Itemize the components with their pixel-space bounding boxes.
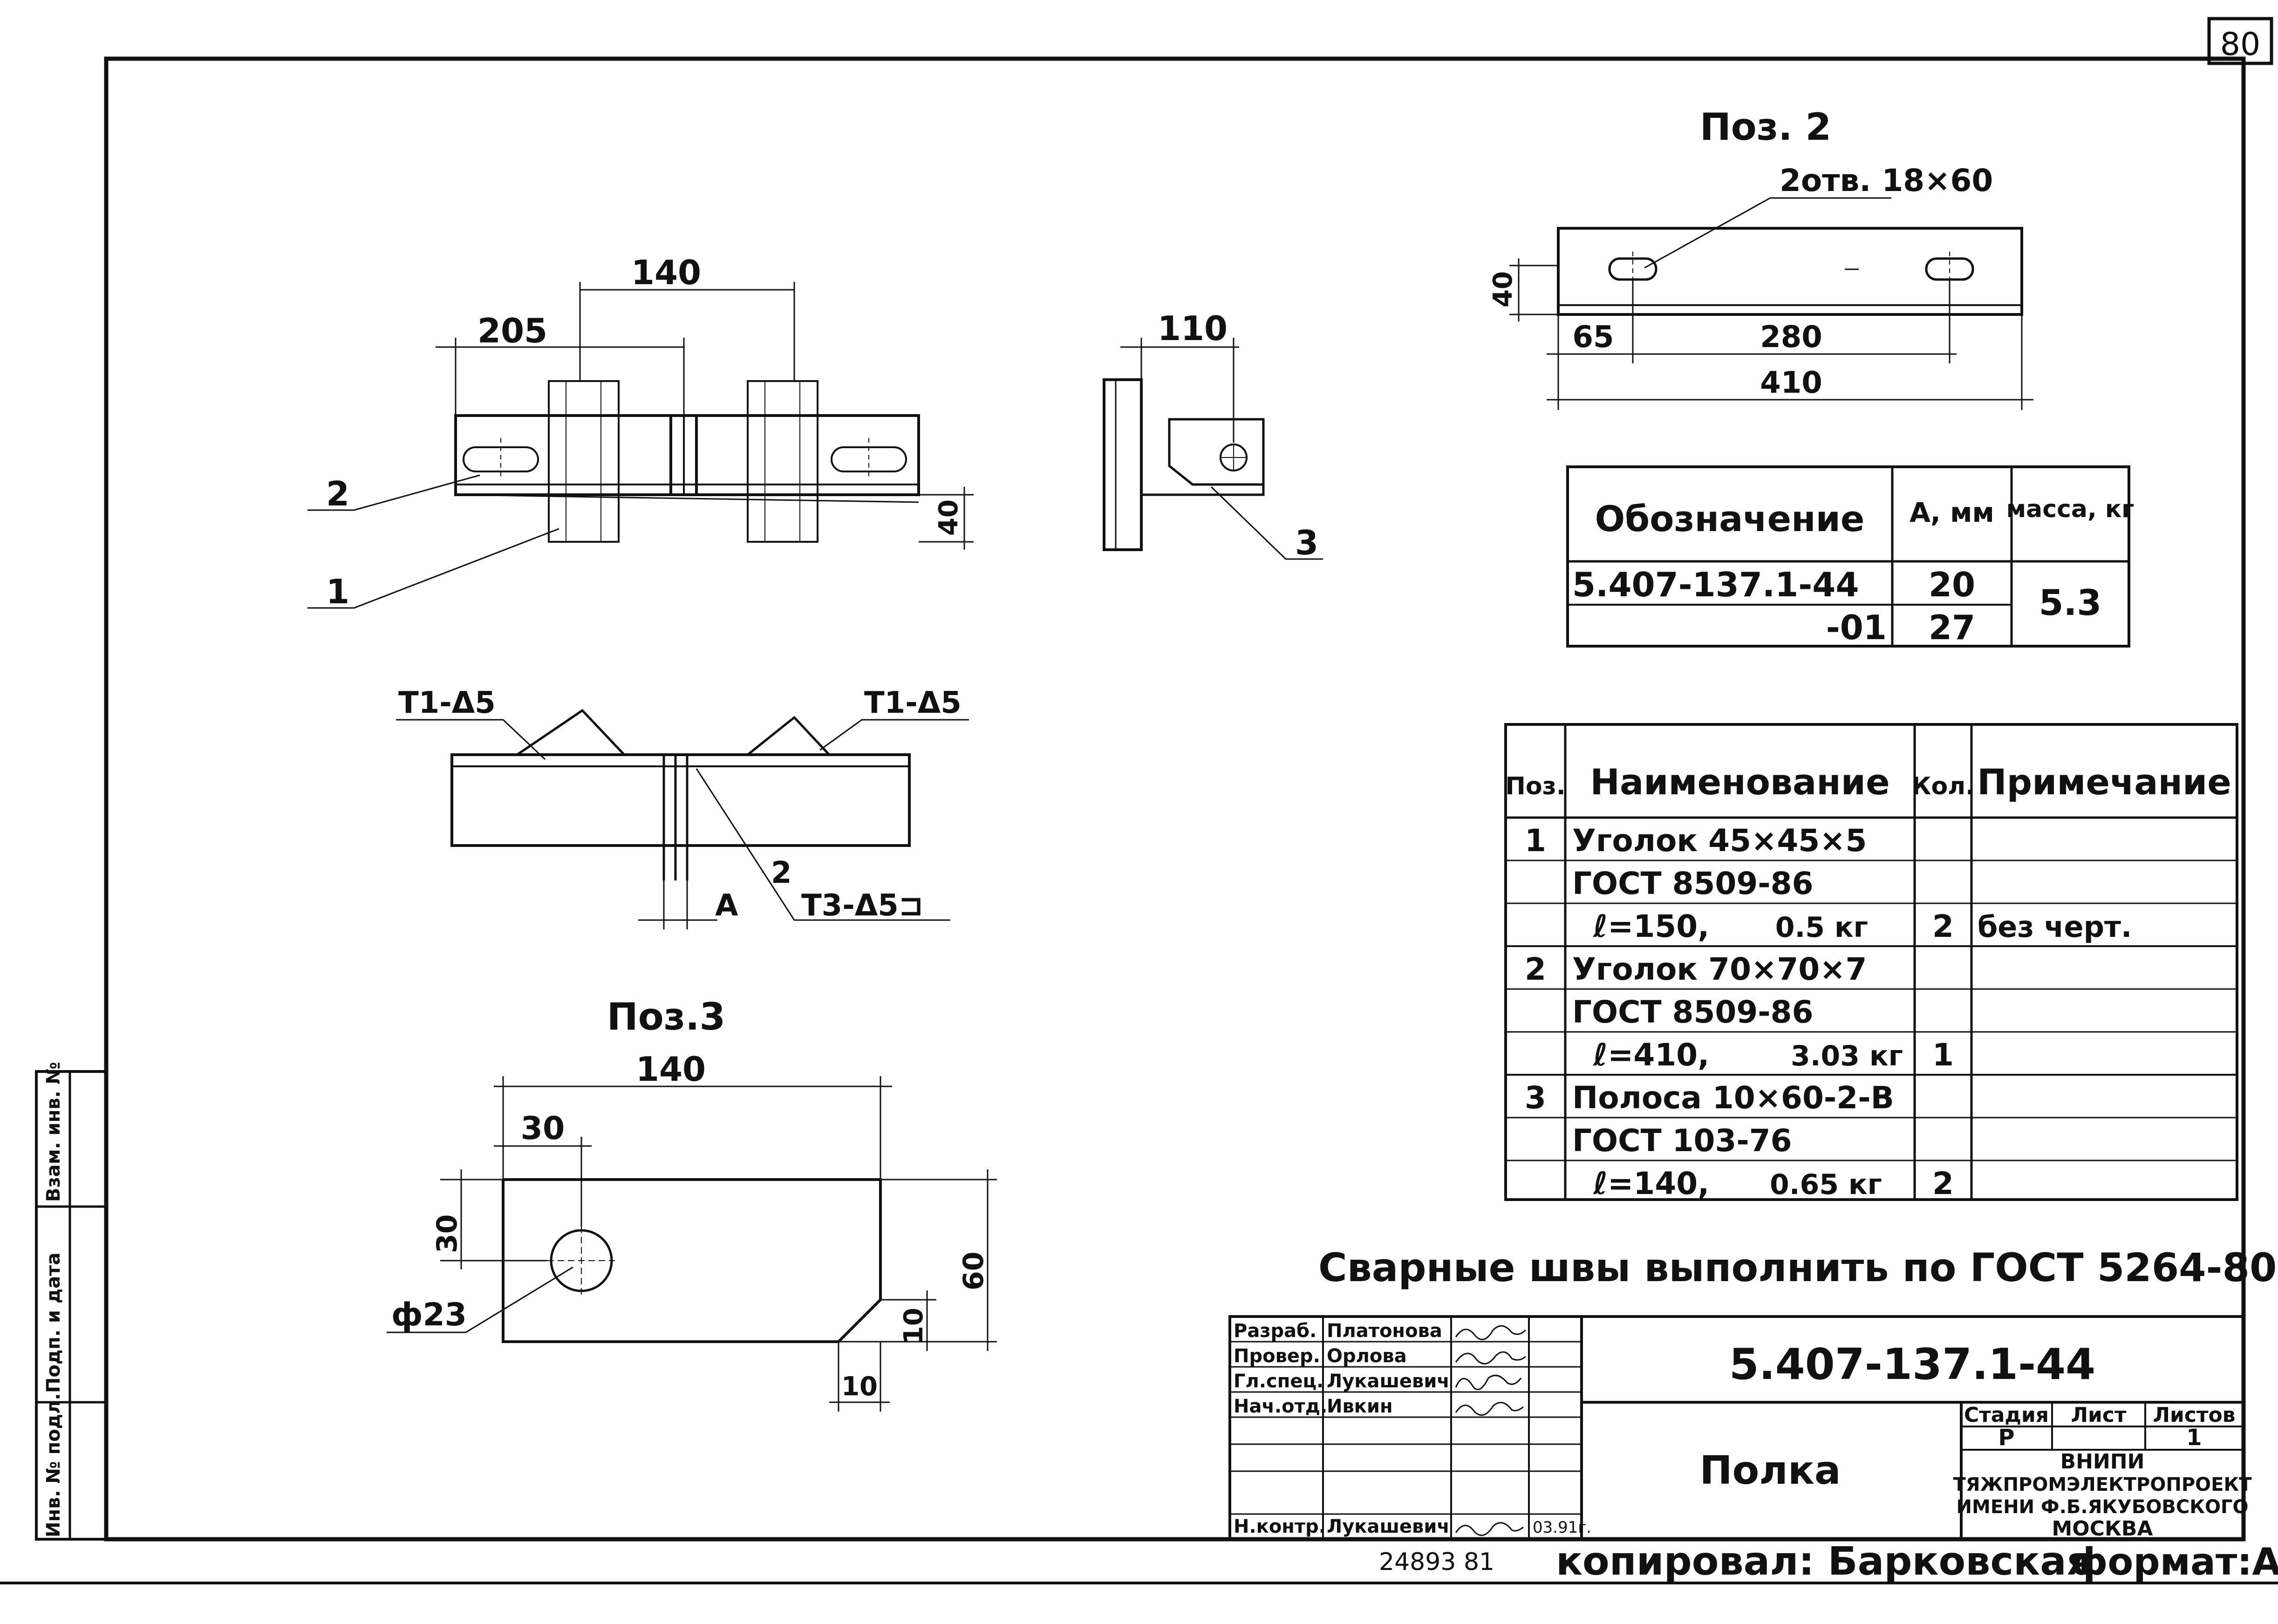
front-callout-1: 1: [326, 572, 349, 611]
side-callout-3: 3: [1295, 523, 1318, 562]
title-block: [1228, 1315, 2245, 1541]
org-line-4: МОСКВА: [2052, 1517, 2153, 1541]
side-stamp-label-replacement: Взам. инв. №: [43, 1062, 64, 1202]
spec-row-4-name: Уголок 70×70×7: [1572, 951, 1867, 987]
spec-row-6-name: ℓ=410,: [1593, 1037, 1709, 1073]
signatory-role-3: Гл.спец.: [1234, 1371, 1323, 1392]
spec-row-1-name: Уголок 45×45×5: [1572, 823, 1867, 859]
sheets-header: Листов: [2153, 1403, 2235, 1427]
pos3-dim-10-right: 10: [899, 1308, 929, 1344]
pos3-hole-diameter: ф23: [391, 1296, 467, 1333]
variants-row-2-a: 27: [1929, 608, 1975, 647]
side-view: [1103, 338, 1323, 560]
variants-header-designation: Обозначение: [1595, 498, 1865, 539]
weld-left-symbol: Т1-Δ5: [398, 686, 496, 720]
signatory-name-1: Платонова: [1327, 1320, 1442, 1342]
document-code: 5.407-137.1-44: [1729, 1339, 2095, 1389]
weld-bottom-symbol: Т3-Δ5⊐: [801, 888, 923, 923]
spec-row-8-name: ГОСТ 103-76: [1572, 1123, 1792, 1159]
spec-row-4-pos: 2: [1525, 951, 1546, 987]
pos3-title: Поз.3: [607, 995, 725, 1038]
signatory-role-1: Разраб.: [1234, 1320, 1316, 1342]
spec-header-name: Наименование: [1590, 761, 1889, 803]
weld-dim-a: А: [715, 888, 738, 923]
variants-header-mass: масса, кг: [2006, 495, 2135, 523]
front-dim-40: 40: [934, 499, 964, 536]
spec-row-3-note: без черт.: [1978, 910, 2132, 944]
side-stamp-label-inventory: Инв. № подл.: [43, 1393, 64, 1537]
pos3-dim-140: 140: [636, 1050, 706, 1089]
pos2-dim-65: 65: [1572, 320, 1614, 355]
pos2-dim-280: 280: [1760, 320, 1822, 355]
sheet-format: формат:А3: [2071, 1540, 2278, 1583]
pos3-dim-60: 60: [957, 1252, 990, 1291]
spec-row-3-name: ℓ=150,: [1593, 908, 1709, 944]
weld-view: [396, 709, 969, 929]
signatory-role-4: Нач.отд.: [1234, 1396, 1327, 1417]
signatory-role-8: Н.контр.: [1234, 1516, 1326, 1537]
signature-date: 03.91г.: [1533, 1518, 1591, 1537]
spec-row-9-mass: 0.65 кг: [1770, 1168, 1882, 1201]
spec-header-pos: Поз.: [1505, 772, 1565, 800]
stage-header: Стадия: [1964, 1403, 2049, 1427]
front-dim-140: 140: [631, 253, 701, 292]
spec-row-9-name: ℓ=140,: [1593, 1166, 1709, 1201]
part-name: Полка: [1699, 1447, 1841, 1493]
signatory-name-4: Ивкин: [1327, 1396, 1393, 1417]
weld-note: Сварные швы выполнить по ГОСТ 5264-80: [1318, 1245, 2277, 1290]
pos2-holes-note: 2отв. 18×60: [1780, 163, 1993, 198]
front-dim-205: 205: [477, 311, 547, 350]
stage-value: Р: [1998, 1425, 2014, 1451]
spec-header-qty: Кол.: [1911, 772, 1975, 800]
sheet-header: Лист: [2071, 1403, 2127, 1427]
sheets-value: 1: [2186, 1425, 2202, 1451]
spec-row-9-qty: 2: [1932, 1166, 1954, 1201]
pos2-dim-40: 40: [1488, 271, 1518, 307]
side-dim-110: 110: [1158, 309, 1228, 348]
signatory-name-2: Орлова: [1327, 1345, 1407, 1367]
weld-callout-2: 2: [771, 856, 792, 890]
variants-mass: 5.3: [2039, 582, 2102, 623]
pos2-dim-410: 410: [1760, 366, 1822, 400]
signature-marks: [1455, 1325, 1527, 1536]
side-stamp: [35, 1070, 108, 1541]
spec-row-3-mass: 0.5 кг: [1775, 911, 1868, 944]
front-callout-2: 2: [326, 474, 349, 513]
inventory-numbers: 24893 81: [1379, 1548, 1494, 1576]
spec-row-1-pos: 1: [1525, 823, 1546, 859]
pos3-dim-30-left: 30: [431, 1215, 464, 1254]
org-line-2: ТЯЖПРОМЭЛЕКТРОПРОЕКТ: [1953, 1474, 2252, 1495]
weld-right-symbol: Т1-Δ5: [864, 686, 962, 720]
page-number: 80: [2220, 26, 2261, 63]
org-line-3: ИМЕНИ Ф.Б.ЯКУБОВСКОГО: [1957, 1496, 2249, 1518]
variants-row-2-designation: -01: [1826, 608, 1887, 647]
side-stamp-label-signature: Подп. и дата: [43, 1253, 64, 1393]
pos2-title: Поз. 2: [1700, 105, 1831, 149]
copied-by: копировал: Барковская: [1556, 1538, 2092, 1584]
pos2-view: [1509, 197, 2033, 410]
pos3-dim-30-top: 30: [521, 1110, 565, 1147]
spec-header-note: Примечание: [1977, 761, 2231, 803]
spec-table: [1504, 723, 2238, 1201]
pos3-view: [387, 1076, 997, 1412]
spec-row-7-name: Полоса 10×60-2-В: [1572, 1080, 1894, 1116]
variants-header-a: А, мм: [1910, 497, 1994, 528]
spec-row-5-name: ГОСТ 8509-86: [1572, 994, 1814, 1030]
spec-row-7-pos: 3: [1525, 1080, 1546, 1116]
spec-row-3-qty: 2: [1932, 908, 1954, 944]
signatory-name-8: Лукашевич: [1327, 1516, 1450, 1537]
spec-row-6-qty: 1: [1932, 1037, 1954, 1073]
pos3-dim-10-bottom: 10: [841, 1372, 878, 1402]
spec-row-2-name: ГОСТ 8509-86: [1572, 866, 1814, 901]
org-line-1: ВНИПИ: [2060, 1450, 2145, 1474]
variants-row-1-a: 20: [1929, 565, 1975, 604]
variants-row-1-designation: 5.407-137.1-44: [1572, 565, 1859, 604]
front-view: [307, 282, 974, 609]
variants-table: [1566, 465, 2130, 648]
signatory-role-2: Провер.: [1234, 1345, 1320, 1367]
signatory-name-3: Лукашевич: [1327, 1371, 1450, 1392]
spec-row-6-mass: 3.03 кг: [1791, 1040, 1903, 1072]
